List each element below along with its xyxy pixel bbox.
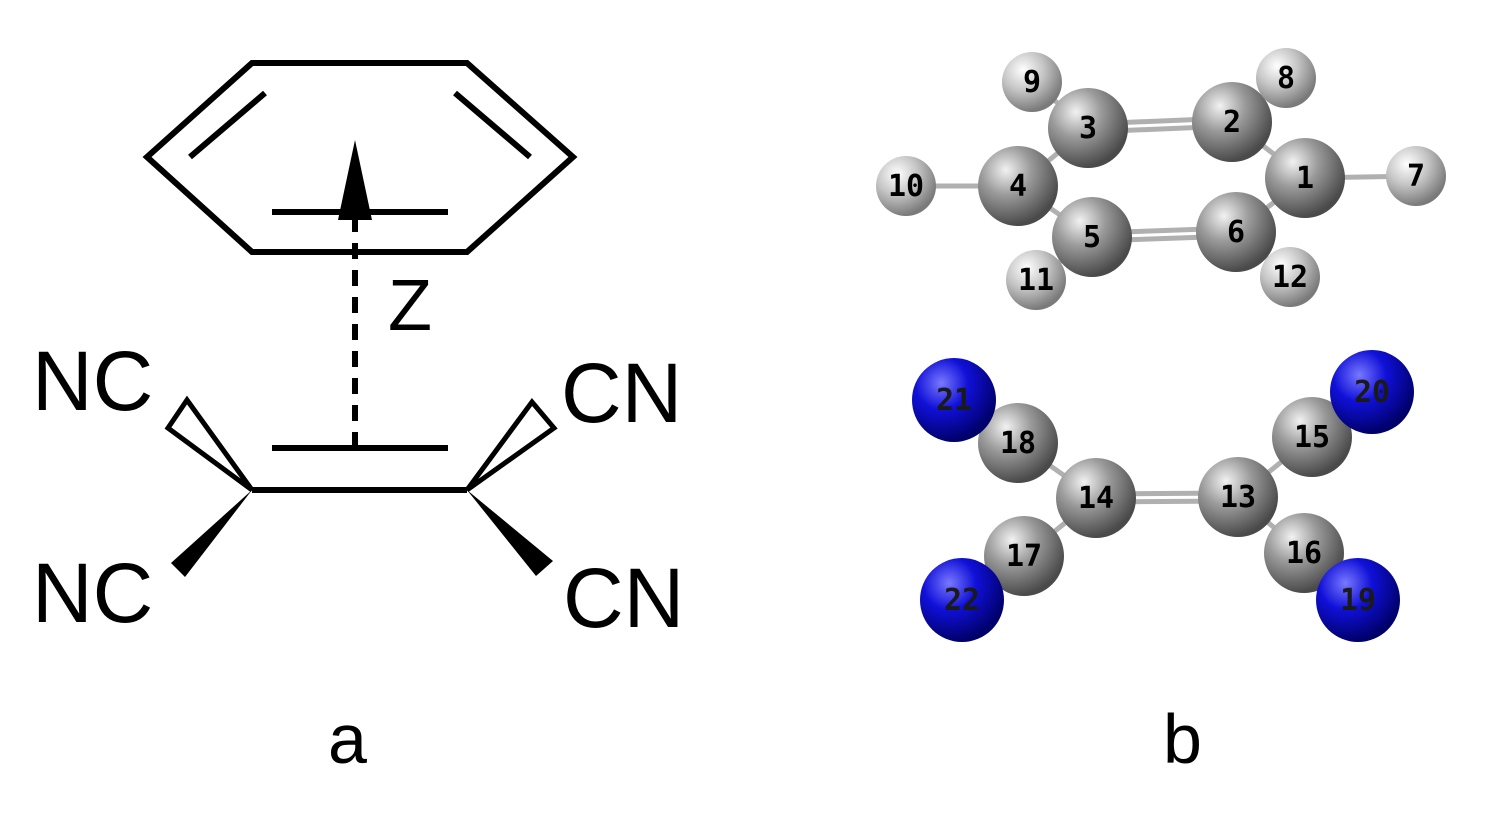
atom-2-c (1192, 82, 1272, 162)
group-nc-top-left: NC (32, 334, 153, 428)
atom-number-3: 3 (1079, 111, 1097, 146)
atom-number-10: 10 (888, 169, 924, 204)
wedge-front-right (467, 490, 553, 576)
atom-9-h (1002, 52, 1062, 112)
atom-number-15: 15 (1294, 420, 1330, 455)
panel-a-label: a (328, 700, 367, 778)
atom-number-2: 2 (1223, 105, 1241, 140)
atom-13-c (1198, 457, 1278, 537)
atom-12-h (1260, 247, 1320, 307)
group-cn-top-right: CN (561, 346, 682, 440)
wedge-front-left (171, 490, 252, 577)
atom-number-7: 7 (1407, 159, 1425, 194)
atom-15-c (1272, 397, 1352, 477)
atom-10-h (876, 156, 936, 216)
atom-20-n (1330, 350, 1414, 434)
z-axis-label: Z (388, 266, 432, 346)
atom-number-17: 17 (1006, 539, 1042, 574)
atom-4-c (978, 146, 1058, 226)
atom-5-c (1052, 197, 1132, 277)
atom-number-5: 5 (1083, 220, 1101, 255)
benzene-ring (142, 60, 578, 255)
benzene-double-bond-left (188, 90, 267, 160)
atom-number-4: 4 (1009, 169, 1027, 204)
atom-number-9: 9 (1023, 65, 1041, 100)
atom-14-c (1056, 458, 1136, 538)
atom-number-18: 18 (1000, 426, 1036, 461)
atom-number-16: 16 (1286, 536, 1322, 571)
benzene-double-bond-right (453, 90, 532, 160)
atom-18-c (978, 403, 1058, 483)
atom-number-13: 13 (1220, 480, 1256, 515)
z-axis-arrow-head (338, 140, 372, 220)
atom-17-c (984, 516, 1064, 596)
atom-number-20: 20 (1354, 375, 1390, 410)
atom-1-c (1265, 138, 1345, 218)
atom-number-19: 19 (1340, 583, 1376, 618)
atom-16-c (1264, 513, 1344, 593)
atom-6-c (1196, 192, 1276, 272)
atom-number-6: 6 (1227, 215, 1245, 250)
atom-number-11: 11 (1018, 263, 1054, 298)
atom-19-n (1316, 558, 1400, 642)
group-nc-bottom-left: NC (32, 546, 153, 640)
atom-number-14: 14 (1078, 481, 1114, 516)
atom-21-n (912, 358, 996, 442)
panel-b-label: b (1163, 700, 1202, 778)
atom-number-21: 21 (936, 383, 972, 418)
atom-11-h (1006, 250, 1066, 310)
wedge-back-right (464, 397, 558, 493)
panel-a-structure: Z NC CN NC CN a (32, 60, 684, 778)
atom-3-c (1048, 88, 1128, 168)
atom-7-h (1386, 146, 1446, 206)
atom-number-8: 8 (1277, 61, 1295, 96)
group-cn-bottom-right: CN (563, 551, 684, 645)
atom-22-n (920, 558, 1004, 642)
atom-8-h (1256, 48, 1316, 108)
atom-number-22: 22 (944, 583, 980, 618)
atom-number-1: 1 (1296, 161, 1314, 196)
atom-number-12: 12 (1272, 260, 1308, 295)
wedge-back-left (164, 395, 255, 493)
